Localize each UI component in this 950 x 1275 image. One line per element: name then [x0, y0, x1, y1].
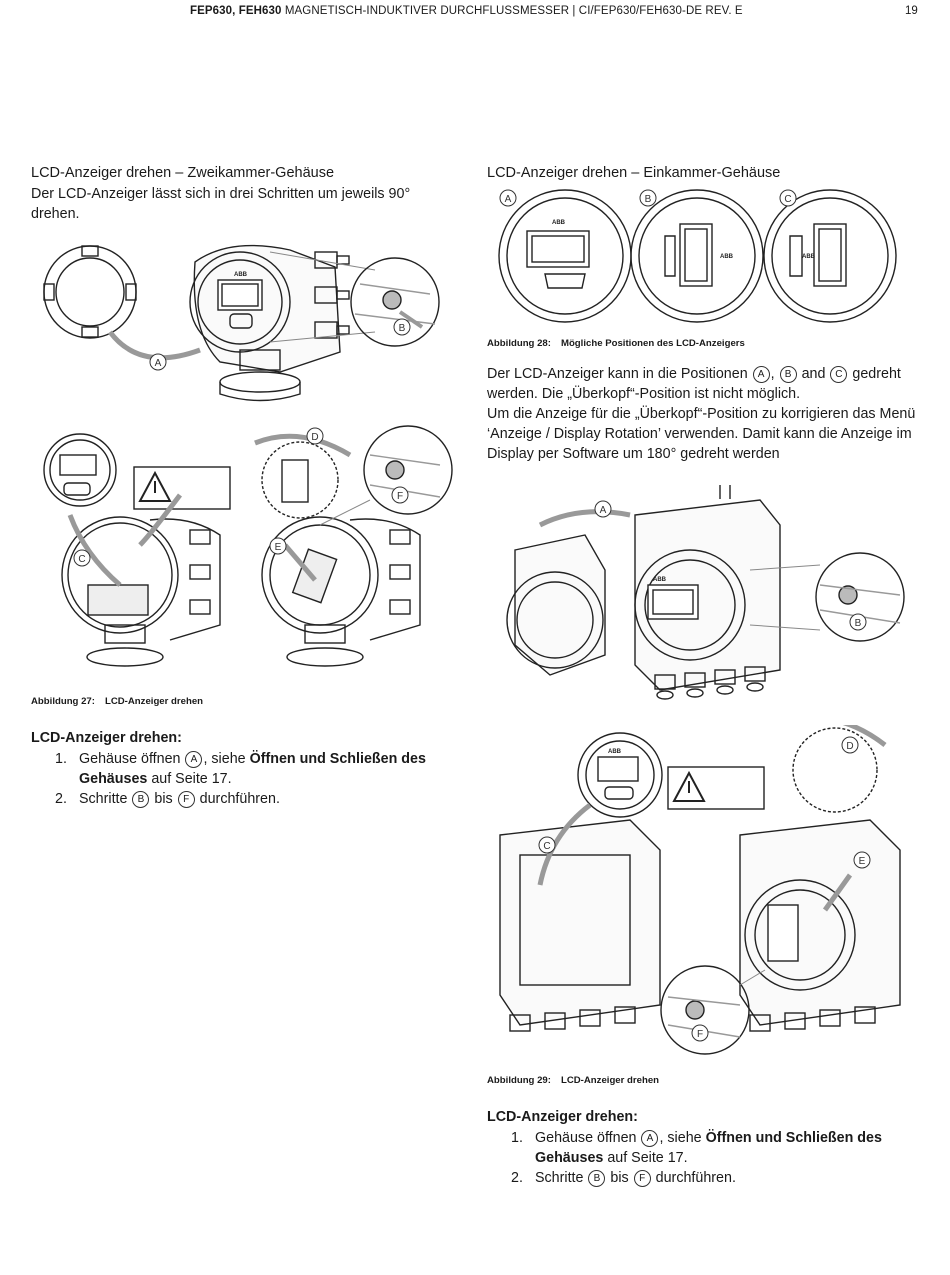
marker-b: B	[645, 194, 652, 205]
abb-logo: ABB	[608, 749, 622, 755]
marker-b: B	[399, 323, 406, 334]
figure-29-top-illustration: ABB A B	[506, 485, 905, 700]
marker-a: A	[155, 358, 162, 369]
figure-29-caption: Abbildung 29:LCD-Anzeiger drehen	[487, 1075, 660, 1086]
marker-a: A	[600, 505, 607, 516]
abb-logo-c: ABB	[802, 254, 816, 260]
right-paragraph-2: Um die Anzeige für die „Überkopf“-Positi…	[487, 406, 916, 462]
marker-a: A	[505, 194, 512, 205]
right-subheading: LCD-Anzeiger drehen:	[487, 1109, 638, 1125]
left-heading: LCD-Anzeiger drehen – Zweikammer-Gehäuse	[31, 165, 335, 181]
figure-29-bottom-illustration: ABB D C E F	[499, 725, 901, 1055]
figure-27-bottom-illustration: C D E F	[43, 425, 453, 667]
list-item: 2.Schritte B bis F durchführen.	[55, 791, 280, 808]
marker-e: E	[859, 856, 866, 867]
figure-27-caption: Abbildung 27:LCD-Anzeiger drehen	[31, 696, 204, 707]
abb-logo: ABB	[653, 577, 667, 583]
header-product: FEP630, FEH630	[190, 5, 282, 17]
right-steps-list: 1.Gehäuse öffnen A, siehe Öffnen und Sch…	[511, 1128, 911, 1188]
abb-logo: ABB	[234, 272, 248, 278]
marker-e: E	[275, 542, 282, 553]
left-steps-list: 1.Gehäuse öffnen A, siehe Öffnen und Sch…	[55, 749, 435, 809]
abb-logo-a: ABB	[552, 220, 566, 226]
running-header: FEP630, FEH630 MAGNETISCH-INDUKTIVER DUR…	[190, 5, 770, 17]
page-number: 19	[905, 5, 918, 17]
header-title: MAGNETISCH-INDUKTIVER DURCHFLUSSMESSER |…	[281, 5, 743, 17]
marker-f: F	[697, 1029, 703, 1040]
marker-c: C	[78, 554, 85, 565]
list-item: 1.Gehäuse öffnen A, siehe Öffnen und Sch…	[55, 751, 426, 787]
figure-28-caption: Abbildung 28:Mögliche Positionen des LCD…	[487, 338, 745, 349]
marker-f: F	[397, 491, 403, 502]
list-item: 2.Schritte B bis F durchführen.	[511, 1170, 736, 1187]
left-intro: Der LCD-Anzeiger lässt sich in drei Schr…	[31, 186, 411, 222]
marker-d: D	[311, 432, 318, 443]
marker-c: C	[784, 194, 791, 205]
left-subheading: LCD-Anzeiger drehen:	[31, 730, 182, 746]
figure-28-illustration: ABB ABB ABB A B C	[498, 189, 897, 323]
marker-d: D	[846, 741, 853, 752]
figure-27-top-illustration: A B ABB	[43, 244, 440, 402]
marker-c: C	[543, 841, 550, 852]
right-paragraph-1: Der LCD-Anzeiger kann in die Positionen …	[487, 366, 901, 402]
marker-b: B	[855, 618, 862, 629]
abb-logo-b: ABB	[720, 254, 734, 260]
right-heading: LCD-Anzeiger drehen – Einkammer-Gehäuse	[487, 165, 781, 181]
list-item: 1.Gehäuse öffnen A, siehe Öffnen und Sch…	[511, 1130, 882, 1166]
